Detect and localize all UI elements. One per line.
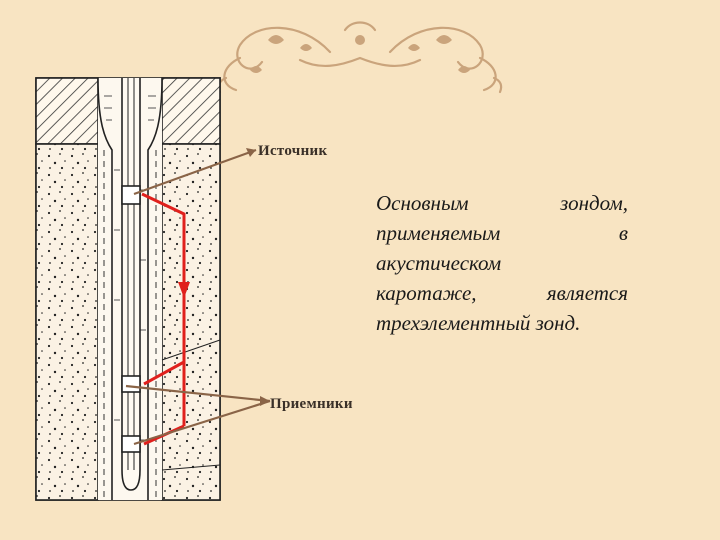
description-line: применяемым в [376, 221, 628, 245]
source-label: Источник [258, 143, 328, 159]
description-line: каротаже, является [376, 281, 628, 305]
description-text: Основным зондом, применяемым в акустичес… [376, 188, 628, 338]
floral-ornament-icon [217, 21, 503, 94]
receivers-label: Приемники [270, 396, 353, 412]
acoustic-wave-path [141, 192, 190, 446]
description-line: акустическом [376, 251, 502, 275]
borehole-diagram [35, 77, 221, 501]
label-pointer-lines [125, 148, 271, 446]
description-line: трехэлементный зонд. [376, 311, 581, 335]
description-line: Основным зондом, [376, 191, 628, 215]
